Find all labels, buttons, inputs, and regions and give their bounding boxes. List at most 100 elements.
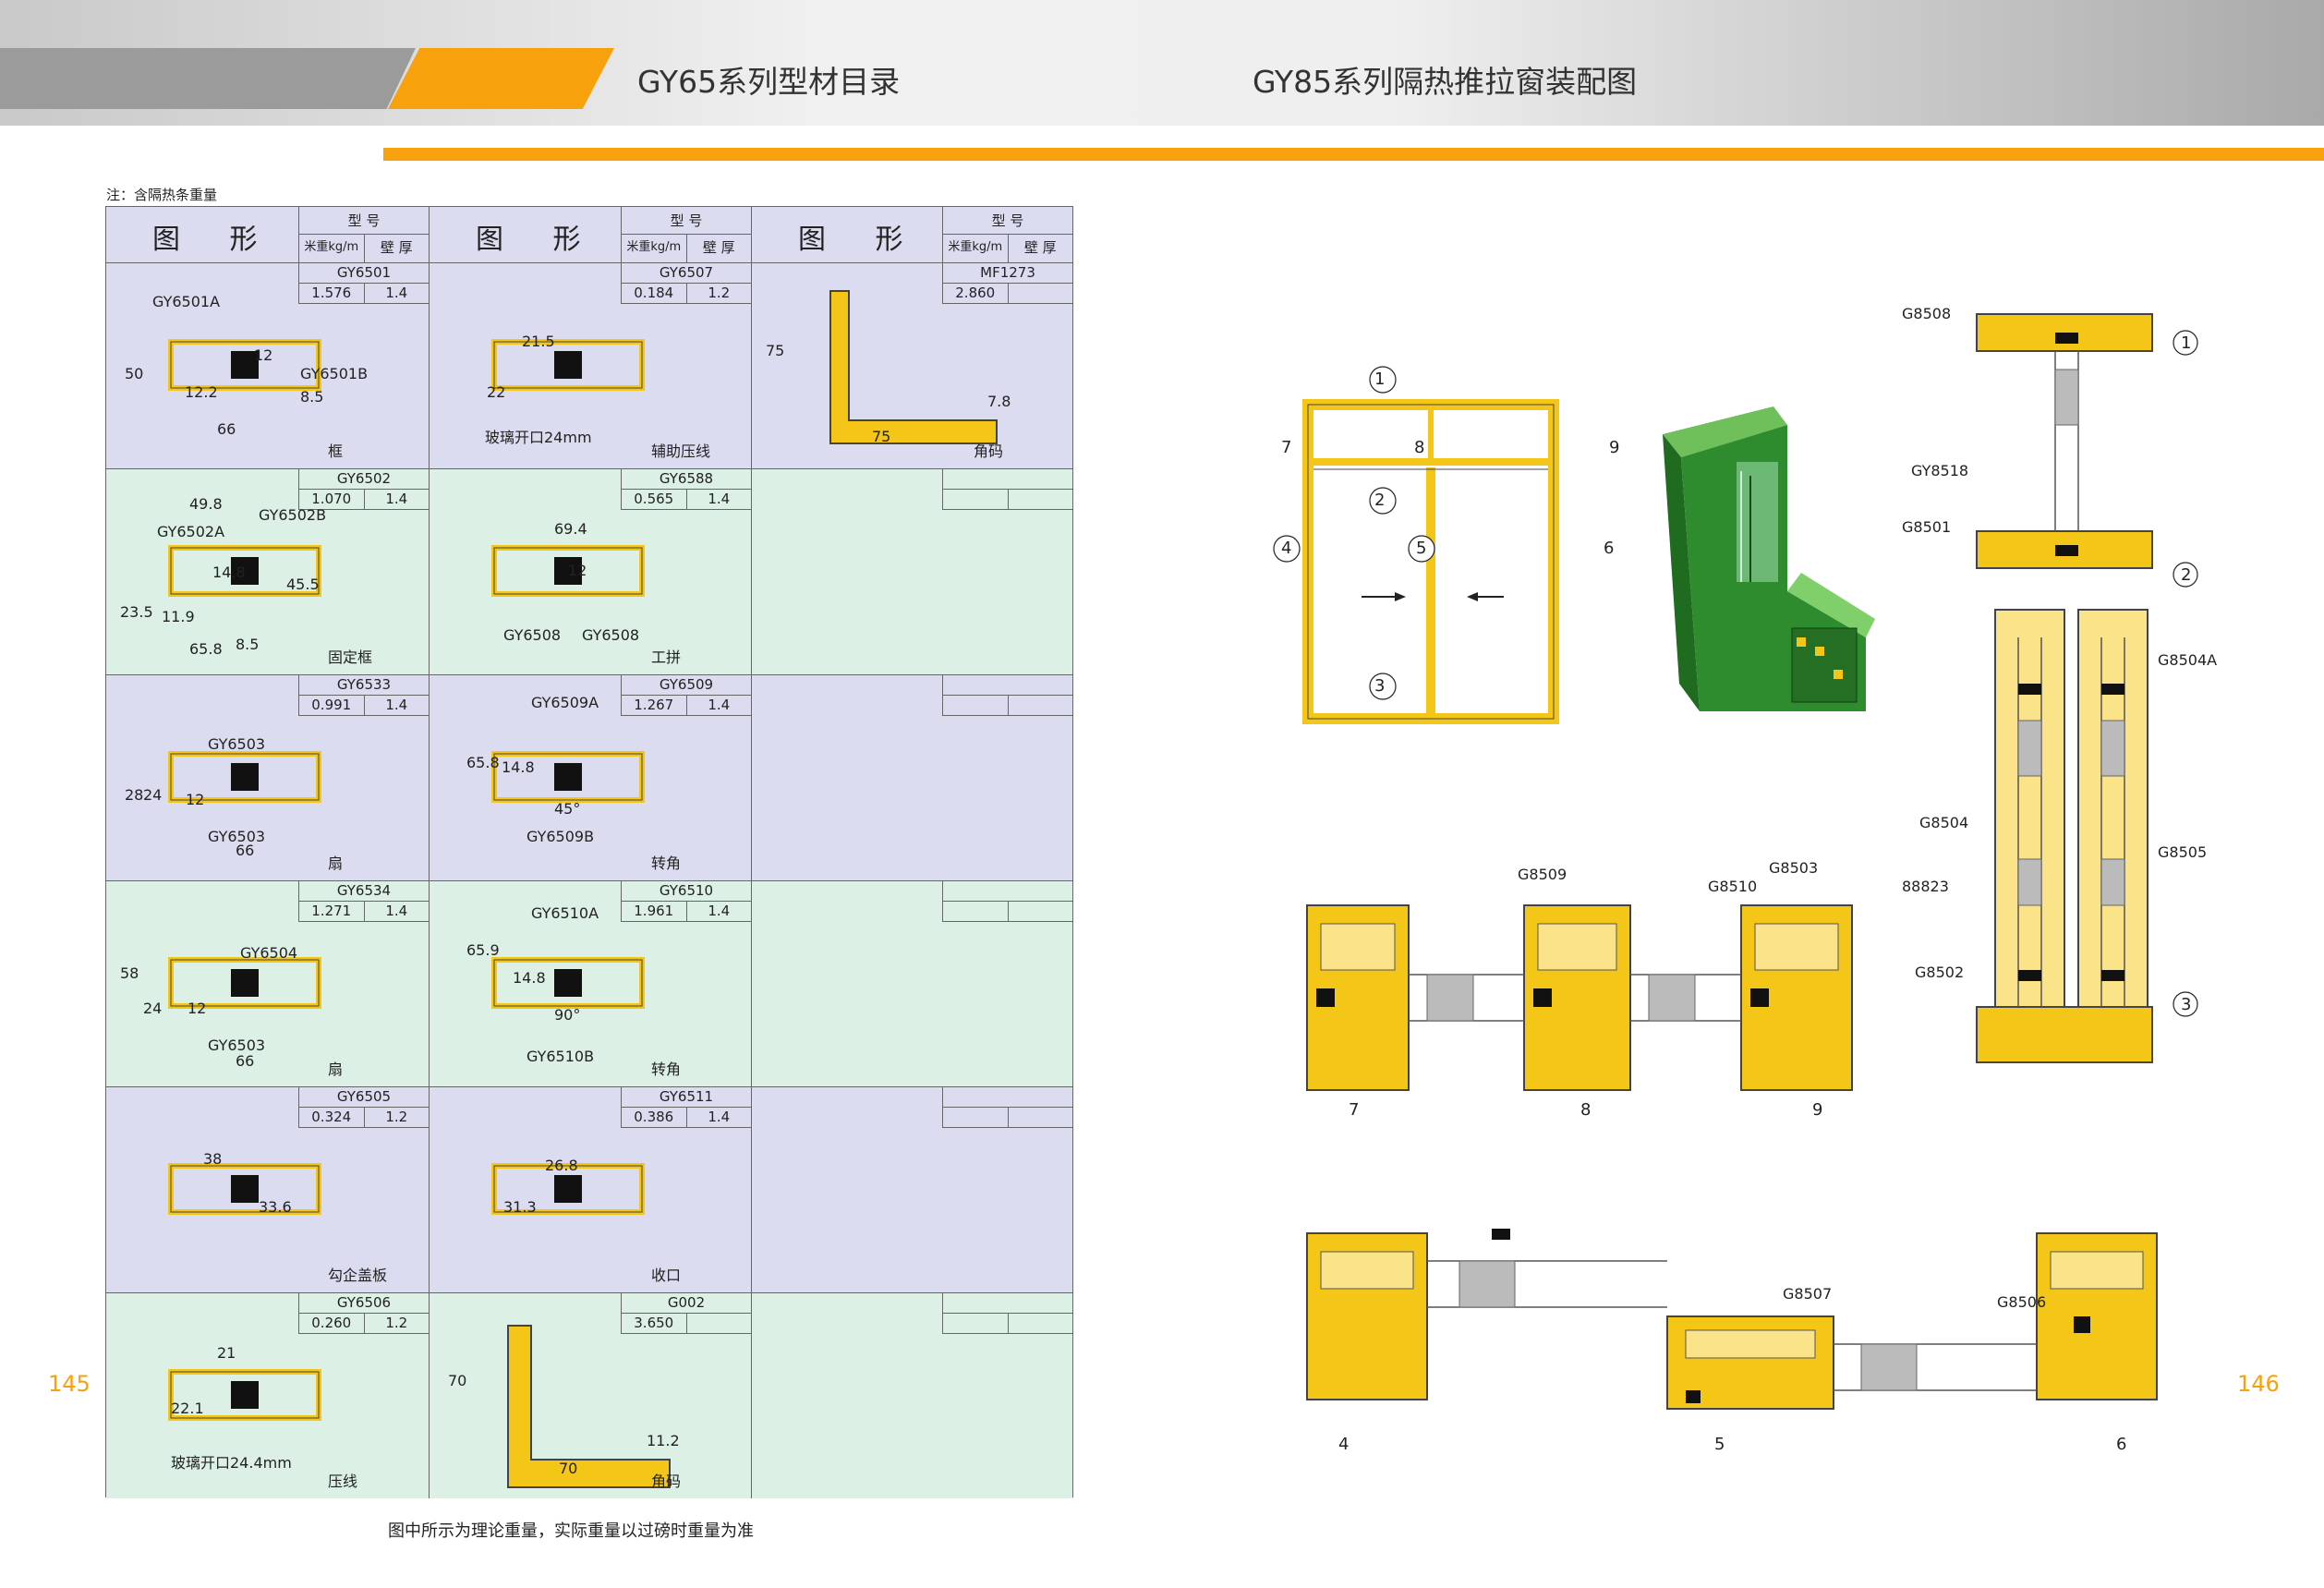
profile-drawing (152, 726, 337, 841)
page-number-left: 145 (48, 1371, 91, 1397)
profile-code: GY6534 (299, 881, 429, 902)
profile-weight: 0.386 (634, 1109, 674, 1125)
header-thickness-label: 壁 厚 (1007, 235, 1073, 262)
dimension-label: 12 (568, 562, 587, 579)
top-marker-8: 8 (1580, 1100, 1592, 1120)
dimension-label: 31.3 (503, 1198, 537, 1216)
bottom-marker-6: 6 (2116, 1435, 2127, 1454)
label-g8503: G8503 (1769, 859, 1819, 877)
profile-drawing (476, 726, 660, 841)
profile-weight: 1.576 (311, 285, 352, 301)
catalog-cell (751, 675, 1072, 880)
profile-thickness (1007, 1108, 1073, 1127)
profile-code: GY6501 (299, 263, 429, 284)
bottom-marker-4: 4 (1338, 1435, 1350, 1454)
dimension-label: 11.2 (647, 1432, 680, 1449)
profile-caption: 扇 (328, 855, 344, 872)
profile-weight: 2.860 (955, 285, 996, 301)
profile-code: GY6509 (622, 675, 751, 696)
profile-spec-block (942, 675, 1072, 716)
header-model-label: 型 号 (943, 207, 1072, 235)
profile-caption: 压线 (328, 1473, 358, 1490)
profile-caption: 框 (328, 442, 344, 460)
dimension-label: 8.5 (236, 636, 260, 653)
label-g8508: G8508 (1902, 305, 1952, 322)
dimension-label: 玻璃开口24.4mm (171, 1454, 292, 1472)
profile-weight: 0.260 (311, 1315, 352, 1331)
profile-thickness: 1.2 (363, 1108, 430, 1127)
profile-caption: 角码 (651, 1473, 682, 1490)
dimension-label: 49.8 (189, 495, 223, 513)
catalog-cell (751, 1087, 1072, 1292)
profile-code: GY6588 (622, 469, 751, 490)
profile-spec-block (942, 1087, 1072, 1128)
dimension-label: 38 (203, 1150, 223, 1168)
label-g8509: G8509 (1518, 866, 1567, 883)
window-marker-1: 1 (1374, 370, 1386, 389)
window-marker-8: 8 (1414, 438, 1425, 457)
profile-thickness (1007, 490, 1073, 509)
profile-weight: 3.650 (634, 1315, 674, 1331)
dimension-label: 45.5 (286, 576, 320, 593)
header-model-label: 型 号 (299, 207, 429, 235)
profile-code: GY6506 (299, 1293, 429, 1314)
label-88823: 88823 (1902, 878, 1949, 895)
profile-code (943, 469, 1072, 490)
profile-thickness (1007, 696, 1073, 715)
profile-values (943, 902, 1072, 922)
profile-drawing (152, 314, 337, 429)
dimension-label: GY6504 (240, 944, 298, 962)
profile-thickness (1007, 1314, 1073, 1333)
marker-ring-7 (1275, 358, 1302, 386)
profile-values: 2.860 (943, 284, 1072, 304)
profile-weight: 1.070 (311, 491, 352, 507)
header-figure-label: 图 形 (152, 224, 278, 256)
top-marker-7: 7 (1349, 1100, 1360, 1120)
profile-caption: 转角 (651, 1061, 682, 1078)
window-marker-2: 2 (1374, 491, 1386, 510)
dimension-label: 24 (143, 786, 163, 804)
header-thickness-label: 壁 厚 (685, 235, 752, 262)
profile-values: 3.650 (622, 1314, 751, 1334)
dimension-label: 14.8 (513, 969, 546, 987)
profile-thickness: 1.2 (685, 284, 752, 303)
horizontal-section-top-diagram (1306, 904, 1853, 1091)
profile-drawing (152, 932, 337, 1047)
vertical-marker-2: 2 (2181, 565, 2192, 585)
label-gy8518: GY8518 (1911, 462, 1969, 479)
profile-thickness: 1.4 (685, 902, 752, 921)
profile-code: MF1273 (943, 263, 1072, 284)
left-page-title: GY65系列型材目录 (637, 64, 901, 100)
dimension-label: 66 (217, 420, 236, 438)
profile-drawing (476, 1138, 660, 1253)
dimension-label: 65.8 (466, 754, 500, 771)
profile-caption: 收口 (651, 1267, 682, 1284)
profile-weight (943, 1314, 1008, 1333)
dimension-label: GY6503 (208, 735, 266, 753)
profile-thickness: 1.4 (363, 490, 430, 509)
page-number-right: 146 (2237, 1371, 2280, 1397)
dimension-label: GY6501B (300, 365, 369, 382)
profile-code: GY6507 (622, 263, 751, 284)
dimension-label: 22 (487, 383, 506, 401)
